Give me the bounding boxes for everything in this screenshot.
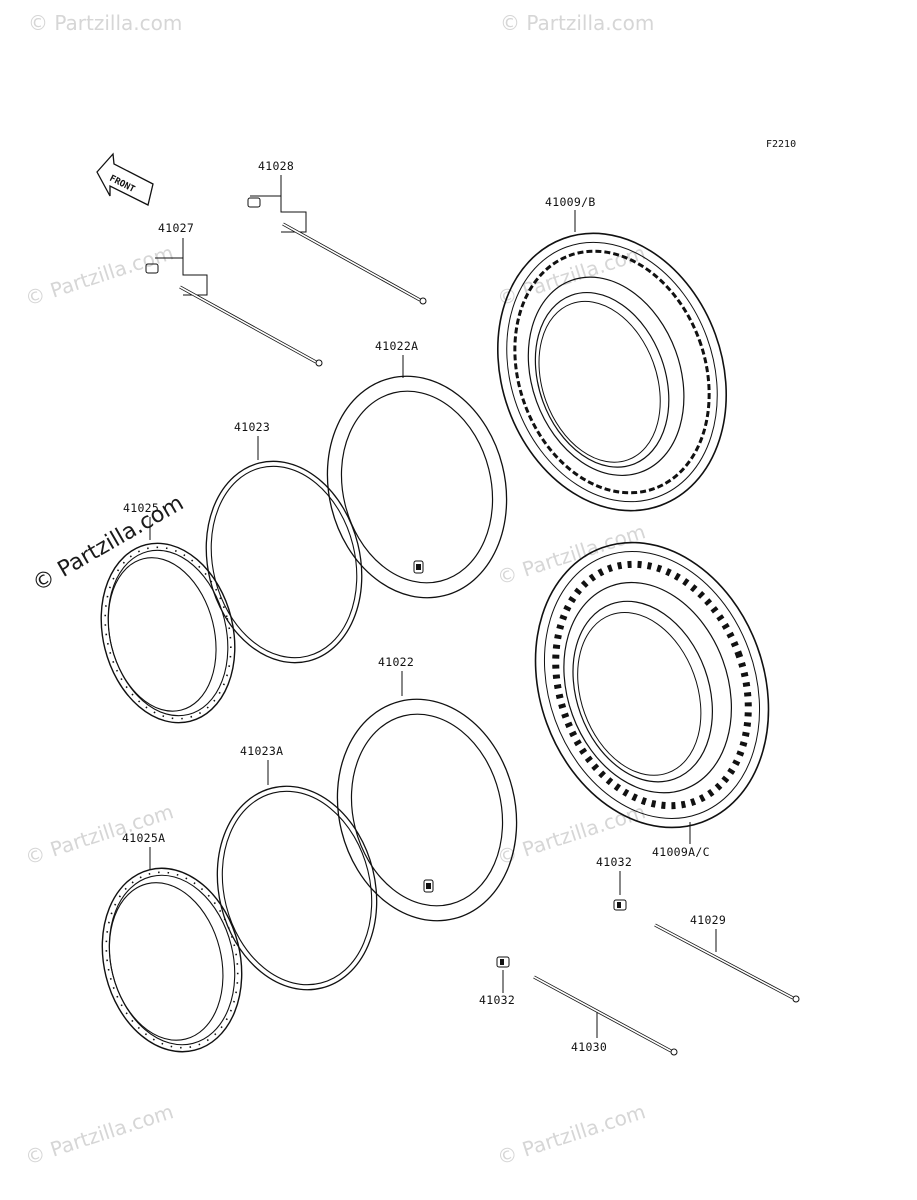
part-label-41022a: 41022A: [375, 339, 418, 353]
watermark: © Partzilla.com: [494, 519, 648, 590]
part-label-41029: 41029: [690, 913, 726, 927]
spoke-41030: 41030: [533, 975, 678, 1056]
part-label-41027: 41027: [158, 221, 194, 235]
watermark: © Partzilla.com: [28, 11, 182, 35]
nipple-41032-upper: 41032: [596, 855, 632, 911]
part-label-41023a: 41023A: [240, 744, 283, 758]
tube-41022a: 41022A: [326, 339, 508, 599]
part-label-41009ac: 41009A/C: [652, 845, 710, 859]
part-label-41025a: 41025A: [122, 831, 165, 845]
part-label-41009b: 41009/B: [545, 195, 596, 209]
figure-ref: F2210: [766, 139, 796, 150]
tube-41022: 41022: [336, 655, 518, 922]
watermark: © Partzilla.com: [22, 1099, 176, 1170]
part-label-41023: 41023: [234, 420, 270, 434]
part-label-41032-upper: 41032: [596, 855, 632, 869]
watermark: © Partzilla.com: [22, 240, 176, 311]
part-label-41032-lower: 41032: [479, 993, 515, 1007]
rim-band-41023: 41023: [205, 420, 363, 664]
spoke-41028: 41028: [247, 159, 427, 305]
rim-41025a: 41025A: [101, 831, 243, 1053]
nipple-41032-lower: 41032: [479, 956, 515, 1007]
rim-band-41023a: 41023A: [216, 744, 378, 991]
watermark: © Partzilla.com: [494, 1099, 648, 1170]
tyre-41009ac: 41009A/C: [534, 541, 770, 859]
tyre-41009b: 41009/B: [496, 195, 728, 512]
spoke-41027: 41027: [145, 221, 323, 367]
part-label-41028: 41028: [258, 159, 294, 173]
spoke-41029: 41029: [654, 913, 800, 1003]
part-label-41025: 41025: [123, 501, 159, 515]
front-arrow-icon: FRONT: [96, 152, 154, 206]
rim-41025: 41025: [100, 501, 236, 724]
part-label-41030: 41030: [571, 1040, 607, 1054]
watermark: © Partzilla.com: [500, 11, 654, 35]
part-label-41022: 41022: [378, 655, 414, 669]
